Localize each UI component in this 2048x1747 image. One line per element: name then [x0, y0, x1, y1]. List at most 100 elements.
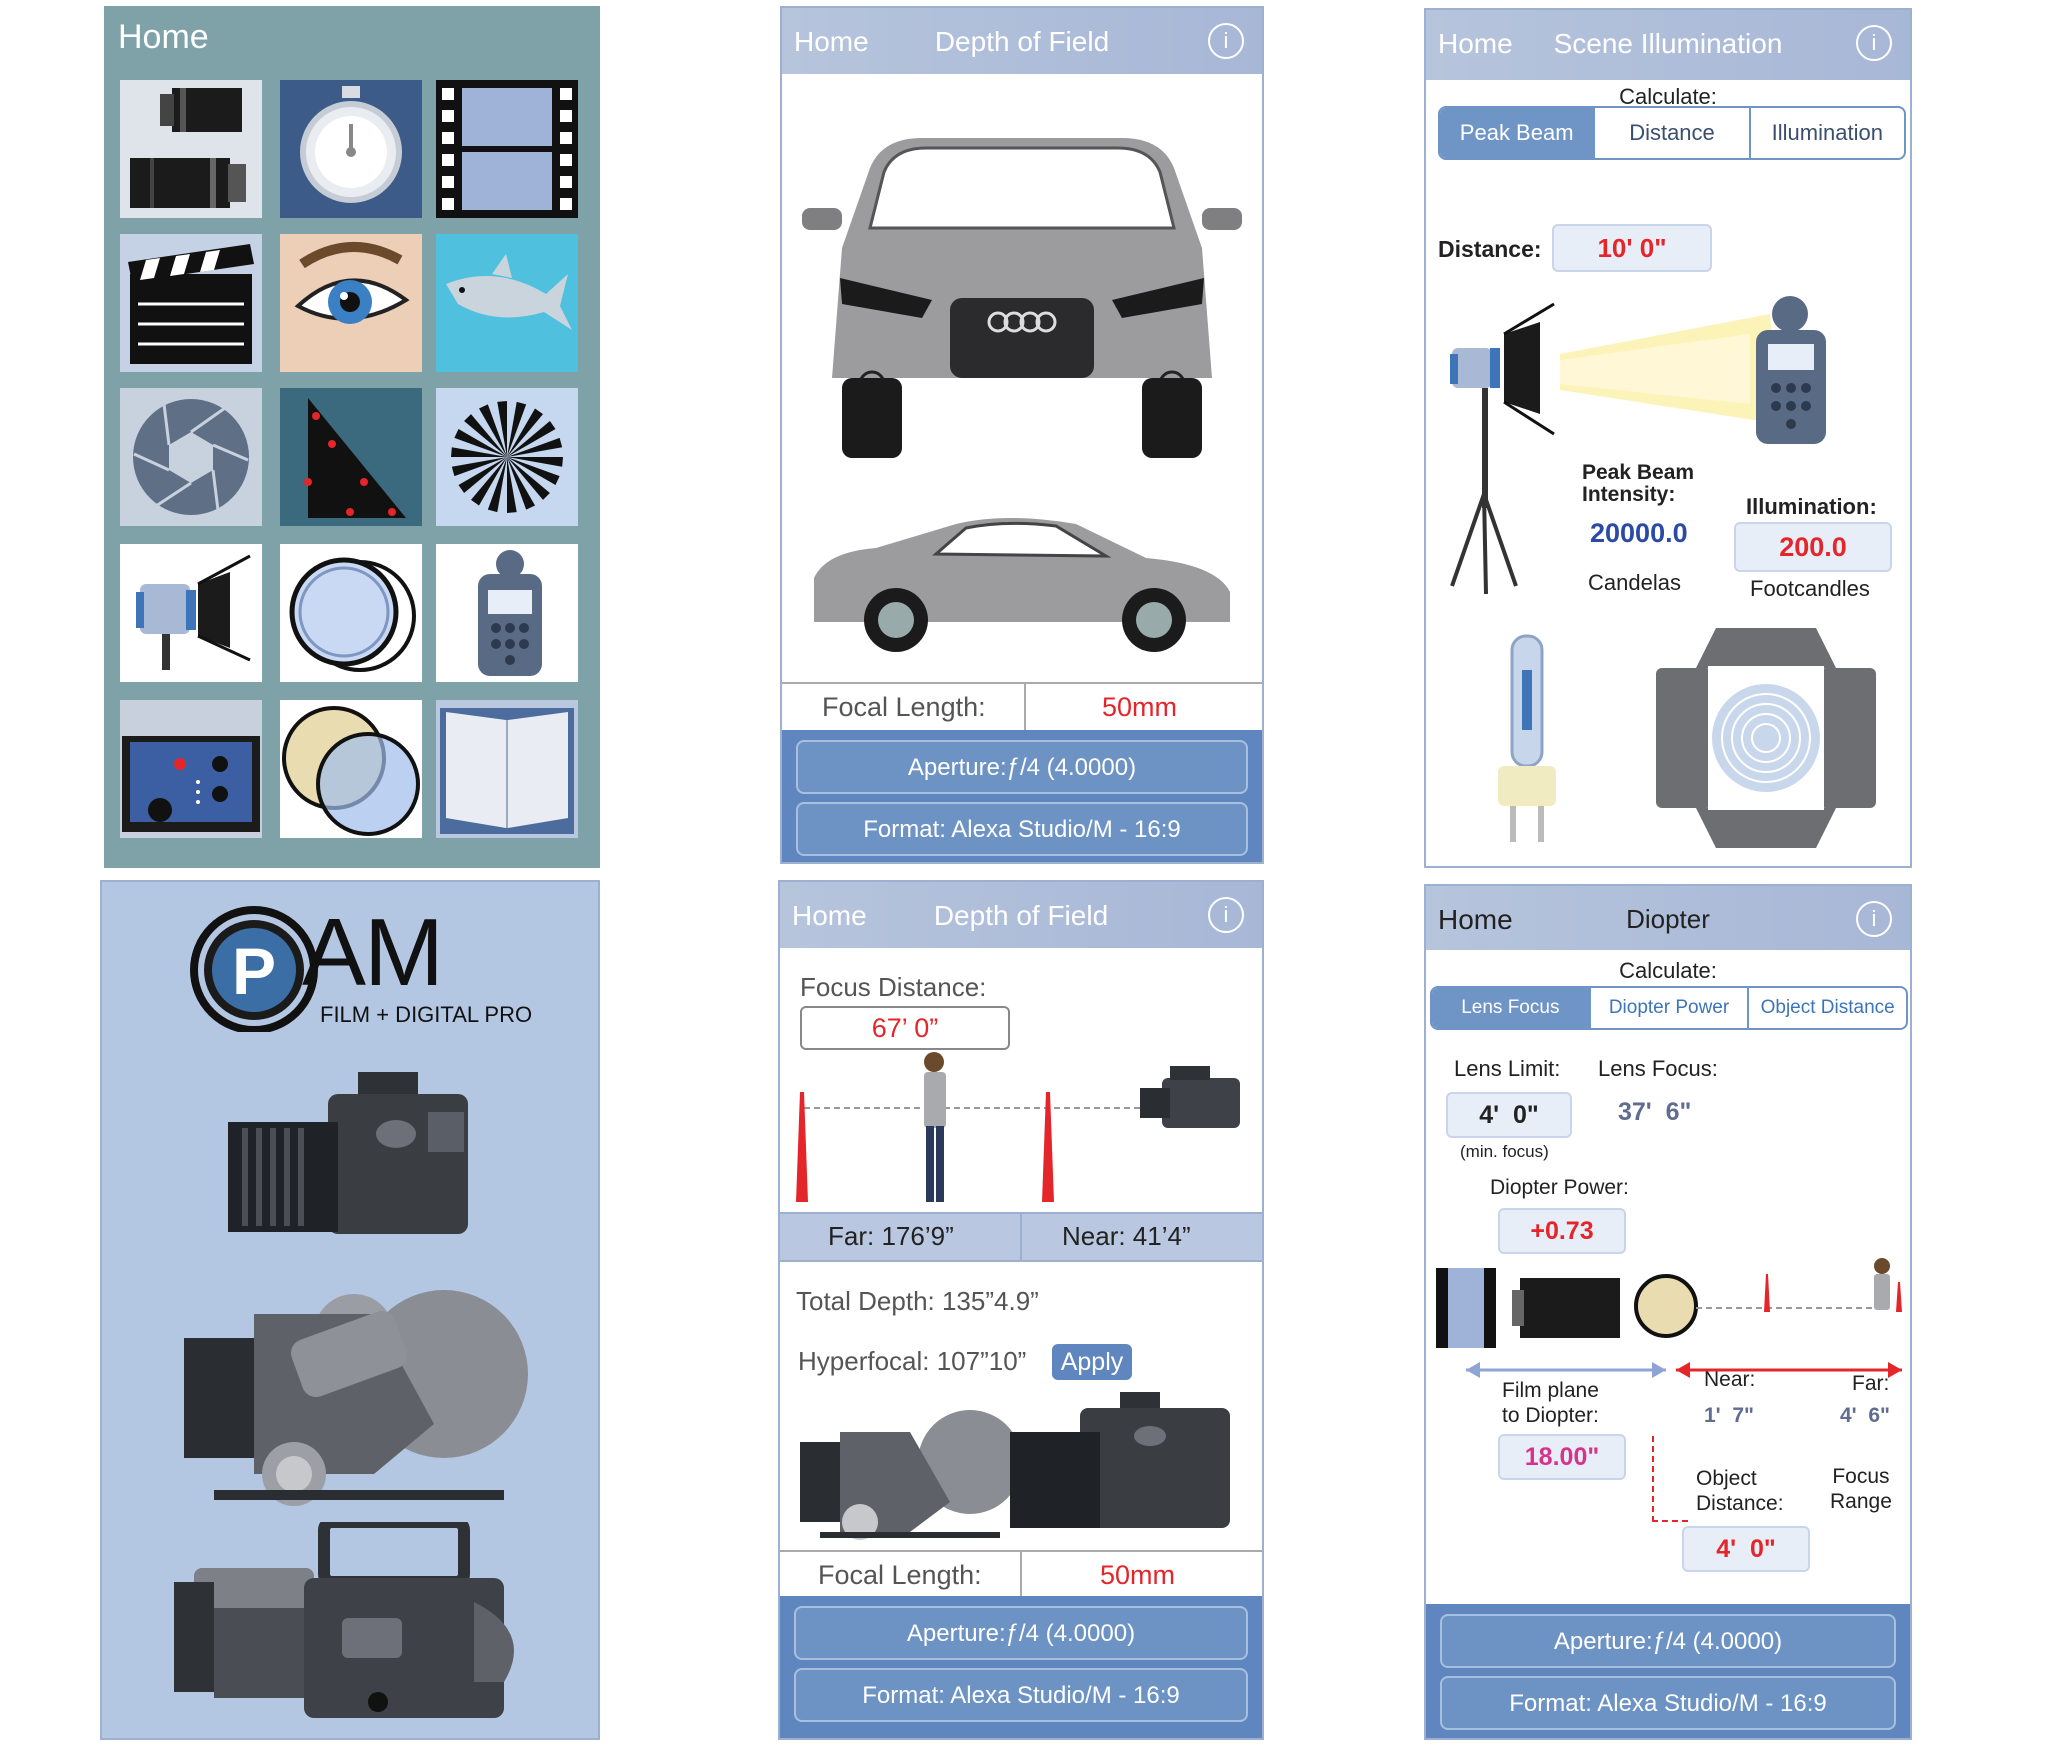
- lens-limit-label: Lens Limit:: [1454, 1056, 1561, 1081]
- divider: [1024, 684, 1026, 732]
- far-near-row: Far: 176’9” Near: 41’4”: [780, 1212, 1262, 1262]
- peak-beam-value: 20000.0: [1590, 518, 1688, 548]
- filter-icon[interactable]: [280, 544, 422, 682]
- screen-title: Depth of Field: [933, 900, 1109, 931]
- focal-length-row: Focal Length: 50mm: [780, 1550, 1262, 1598]
- format-button[interactable]: Format: Alexa Studio/M - 16:9: [794, 1668, 1248, 1722]
- format-button[interactable]: Format: Alexa Studio/M - 16:9: [1440, 1676, 1896, 1730]
- lens-focus-value: 37' 6": [1618, 1098, 1692, 1126]
- diopter-power-value[interactable]: +0.73: [1498, 1208, 1626, 1254]
- calculate-segmented-control[interactable]: Peak Beam Distance Illumination: [1438, 106, 1906, 160]
- star-wedge: [507, 457, 563, 467]
- aperture-icon[interactable]: [120, 388, 262, 526]
- book-icon[interactable]: [436, 700, 578, 838]
- settings-band: Aperture:ƒ/4 (4.0000) Format: Alexa Stud…: [1426, 1604, 1910, 1738]
- light-beam-illustration: [1450, 296, 1826, 595]
- light-meter-icon[interactable]: [436, 544, 578, 682]
- tab-distance[interactable]: Distance: [1593, 108, 1748, 158]
- pcam-splash-screen: P AM FILM + DIGITAL PRO: [100, 880, 600, 1740]
- lens-focus-label: Lens Focus:: [1598, 1056, 1718, 1081]
- info-icon[interactable]: i: [1208, 897, 1244, 933]
- distance-value[interactable]: 10' 0": [1552, 224, 1712, 272]
- star-wedge: [507, 457, 517, 513]
- illumination-value[interactable]: 200.0: [1734, 522, 1892, 572]
- siemens-star-icon[interactable]: [436, 388, 578, 526]
- star-wedge: [507, 401, 527, 457]
- car-front-illustration: [802, 138, 1242, 458]
- star-wedge: [507, 457, 550, 500]
- focal-length-value[interactable]: 50mm: [1100, 1560, 1176, 1590]
- shark-icon[interactable]: [436, 234, 578, 372]
- tab-lens-focus[interactable]: Lens Focus: [1432, 988, 1589, 1028]
- object-distance-label-line2: Distance:: [1696, 1492, 1784, 1515]
- tab-peak-beam[interactable]: Peak Beam: [1440, 108, 1594, 158]
- tab-diopter-power[interactable]: Diopter Power: [1588, 988, 1748, 1028]
- lens-icon[interactable]: [120, 80, 262, 218]
- format-button[interactable]: Format: Alexa Studio/M - 16:9: [796, 802, 1248, 856]
- illumination-unit: Footcandles: [1750, 576, 1870, 601]
- home-link[interactable]: Home: [792, 900, 867, 931]
- info-icon[interactable]: i: [1208, 23, 1244, 59]
- peak-beam-unit: Candelas: [1588, 570, 1681, 595]
- star-wedge: [497, 401, 507, 457]
- star-wedge: [479, 404, 507, 457]
- apply-button[interactable]: Apply: [1052, 1344, 1132, 1380]
- focus-distance-label: Focus Distance:: [800, 972, 987, 1002]
- polarizer-icon[interactable]: [280, 700, 422, 838]
- info-icon[interactable]: i: [1856, 25, 1892, 61]
- hmi-bulb-illustration: [1498, 634, 1556, 842]
- star-wedge: [507, 457, 560, 485]
- object-distance-value[interactable]: 4' 0": [1682, 1526, 1810, 1572]
- film-plane-label-line2: to Diopter:: [1502, 1404, 1599, 1427]
- focus-range-label-line2: Range: [1830, 1490, 1892, 1513]
- near-value: 1' 7": [1704, 1404, 1754, 1427]
- info-icon[interactable]: i: [1856, 901, 1892, 937]
- home-link[interactable]: Home: [794, 26, 869, 57]
- nav-bar: Home Scene Illumination i: [1426, 10, 1910, 80]
- focal-length-row: Focal Length: 50mm: [782, 682, 1262, 732]
- aperture-button[interactable]: Aperture:ƒ/4 (4.0000): [1440, 1614, 1896, 1668]
- pcam-logo: P: [190, 906, 318, 1032]
- car-side-illustration: [814, 518, 1230, 652]
- home-link[interactable]: Home: [1438, 904, 1513, 935]
- svg-text:P: P: [232, 934, 276, 1008]
- nav-bar: Home Depth of Field i: [782, 8, 1262, 74]
- object-distance-indicator: [1652, 1436, 1688, 1522]
- aperture-button[interactable]: Aperture:ƒ/4 (4.0000): [796, 740, 1248, 794]
- focus-distance-field[interactable]: 67’ 0”: [800, 1006, 1010, 1050]
- fresnel-light-icon[interactable]: [120, 544, 262, 682]
- aperture-button[interactable]: Aperture:ƒ/4 (4.0000): [794, 1606, 1248, 1660]
- star-wedge: [464, 414, 507, 457]
- stopwatch-icon[interactable]: [280, 80, 422, 218]
- eye-icon[interactable]: [280, 234, 422, 372]
- focal-length-label: Focal Length:: [818, 1560, 982, 1590]
- dslr-camera-illustration: [228, 1072, 468, 1234]
- settings-band: Aperture:ƒ/4 (4.0000) Format: Alexa Stud…: [780, 1596, 1262, 1738]
- star-wedge: [458, 457, 507, 493]
- film-strip-icon[interactable]: [436, 80, 578, 218]
- star-wedge: [451, 457, 507, 477]
- focus-scene-illustration: [796, 1052, 1240, 1202]
- home-link[interactable]: Home: [1438, 28, 1513, 59]
- tab-object-distance[interactable]: Object Distance: [1747, 988, 1906, 1028]
- peak-beam-label-line1: Peak Beam: [1582, 461, 1695, 484]
- screen-title: Diopter: [1626, 904, 1710, 934]
- calculate-segmented-control[interactable]: Lens Focus Diopter Power Object Distance: [1430, 986, 1908, 1030]
- focal-length-value[interactable]: 50mm: [1102, 692, 1178, 722]
- ballast-icon[interactable]: [120, 700, 262, 838]
- far-label: Far:: [1852, 1372, 1890, 1395]
- tab-illumination[interactable]: Illumination: [1748, 108, 1904, 158]
- illumination-label: Illumination:: [1746, 494, 1877, 519]
- far-value: Far: 176’9”: [828, 1221, 954, 1251]
- divider: [1020, 1552, 1022, 1598]
- settings-band: Aperture:ƒ/4 (4.0000) Format: Alexa Stud…: [782, 730, 1262, 862]
- dof-screen-1: Home Depth of Field i Focal Length: 50mm…: [780, 6, 1264, 864]
- near-value: Near: 41’4”: [1062, 1221, 1191, 1251]
- film-plane-value[interactable]: 18.00": [1498, 1434, 1626, 1480]
- min-focus-note: (min. focus): [1460, 1142, 1549, 1161]
- clapperboard-icon[interactable]: [120, 234, 262, 372]
- triangle-icon[interactable]: [280, 388, 422, 526]
- dof-screen-2: Home Depth of Field i Focus Distance: 67…: [778, 880, 1264, 1740]
- lens-limit-value[interactable]: 4' 0": [1446, 1092, 1572, 1138]
- pcam-logo-subtitle: FILM + DIGITAL PRO: [320, 1002, 533, 1027]
